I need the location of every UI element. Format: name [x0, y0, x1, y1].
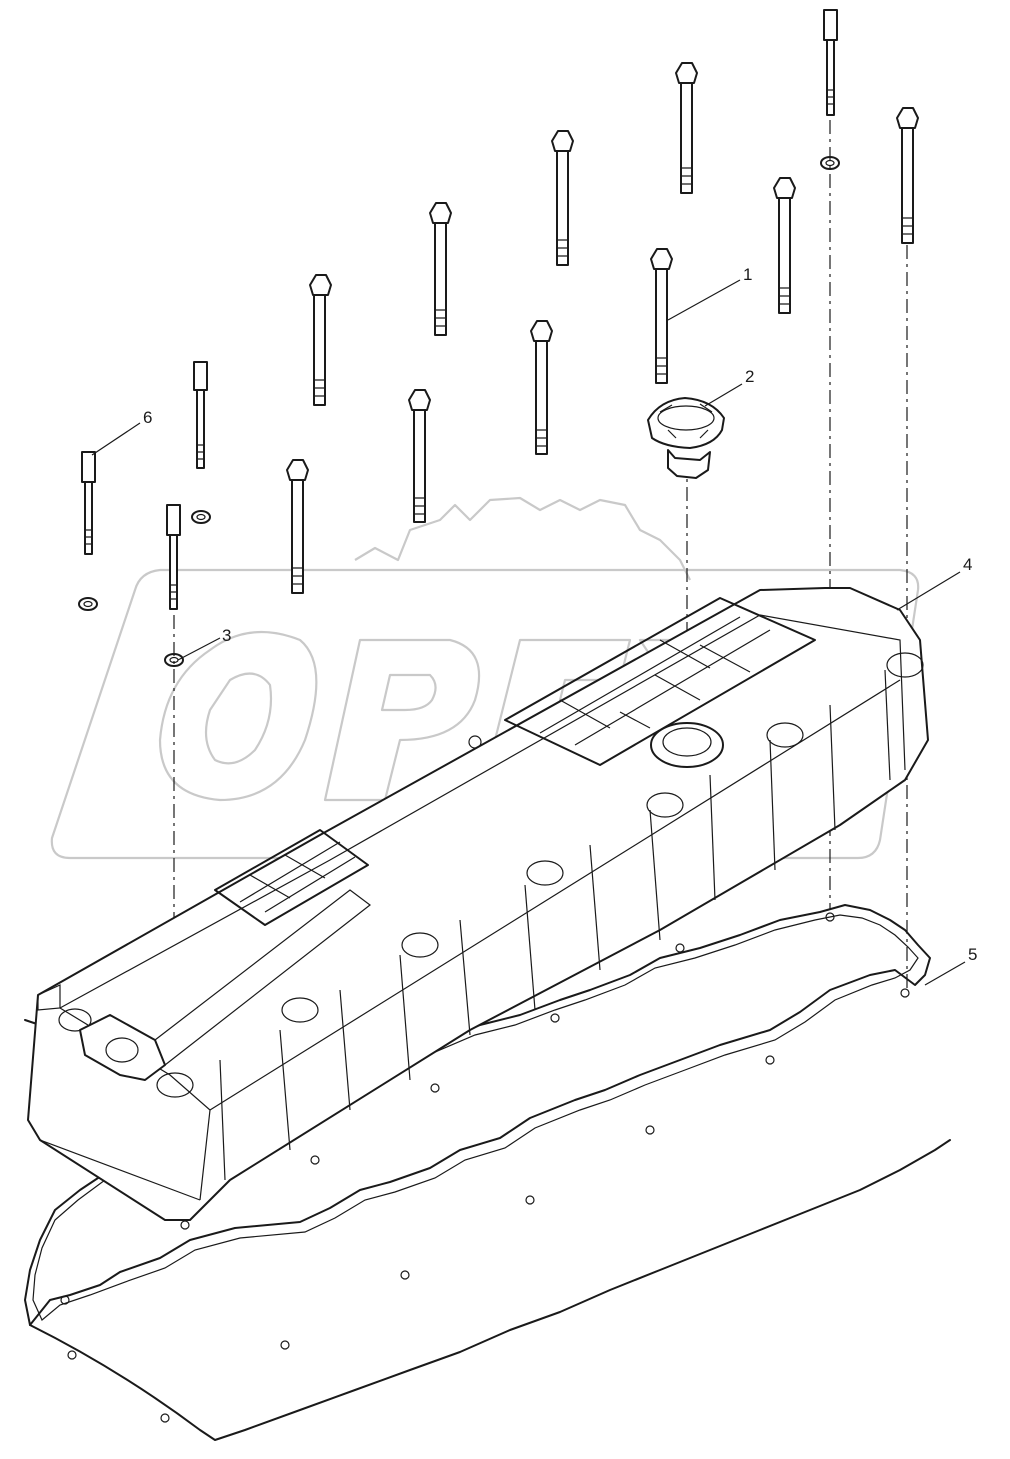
washer-icon [78, 597, 98, 611]
stud-icon [166, 504, 181, 610]
bolt-icon [650, 248, 673, 384]
washer-icon [820, 156, 840, 170]
bolt-icon [530, 320, 553, 455]
stud-icon [823, 9, 838, 116]
gasket-holes [60, 912, 910, 1423]
bolt-icon [408, 389, 431, 523]
callout-4: 4 [963, 555, 972, 574]
leader-lines [91, 279, 966, 986]
callout-labels: 1 2 3 4 5 6 [143, 265, 977, 964]
valve-cover-icon [27, 587, 929, 1221]
breather-grid-small [214, 829, 369, 926]
outlet-flange [79, 889, 371, 1081]
callout-2: 2 [745, 367, 754, 386]
studs [81, 9, 838, 610]
bolt-icon [773, 177, 796, 314]
bolt-icon [286, 459, 309, 594]
oil-filler-neck [650, 722, 724, 768]
bolt-icon [896, 107, 919, 244]
bolt-icon [675, 62, 698, 194]
cover-ribs [219, 669, 891, 1181]
bolt-icon [551, 130, 574, 266]
breather-grid-large [504, 597, 816, 766]
oil-filler-cap-icon [647, 397, 725, 479]
bolt-icon [429, 202, 452, 336]
callout-5: 5 [968, 945, 977, 964]
callout-1: 1 [743, 265, 752, 284]
bolt-icon [309, 274, 332, 406]
washer-icon [191, 510, 211, 524]
cover-bosses [58, 652, 924, 1098]
stud-icon [81, 451, 96, 555]
bolts [286, 62, 919, 594]
callout-3: 3 [222, 626, 231, 645]
callout-6: 6 [143, 408, 152, 427]
stud-icon [193, 361, 208, 469]
washers [78, 156, 840, 667]
